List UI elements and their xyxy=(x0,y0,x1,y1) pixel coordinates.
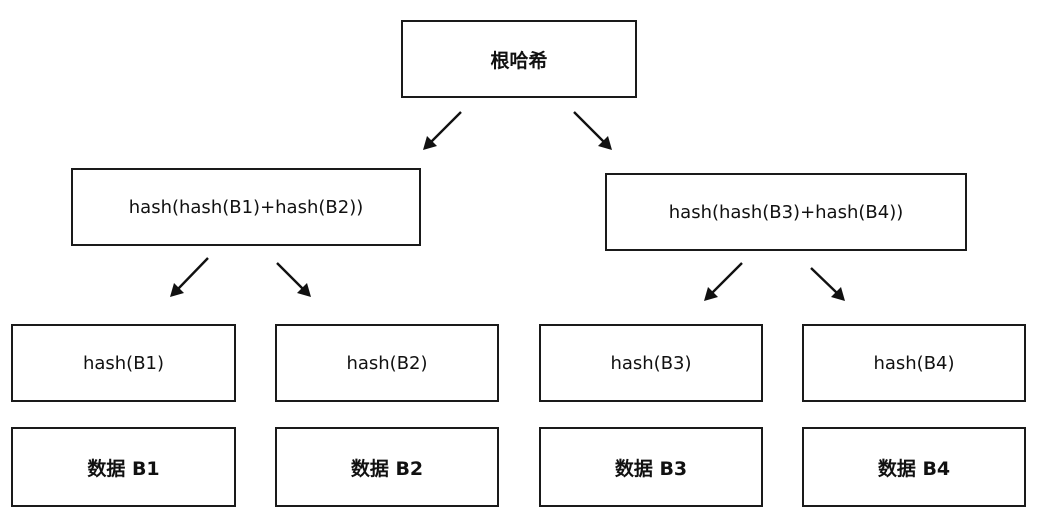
hash-b4-label: hash(B4) xyxy=(873,352,955,374)
level1-right-node: hash(hash(B3)+hash(B4)) xyxy=(605,173,967,251)
edge-left-to-hash-b1 xyxy=(170,257,209,297)
level1-right-label: hash(hash(B3)+hash(B4)) xyxy=(668,201,904,223)
data-block-b3-label: 数据 B3 xyxy=(614,457,688,480)
data-block-b1-node: 数据 B1 xyxy=(11,427,236,507)
edge-left-to-hash-b2 xyxy=(276,262,311,297)
data-block-b2-label: 数据 B2 xyxy=(350,457,424,480)
hash-b4-node: hash(B4) xyxy=(802,324,1026,402)
hash-b2-node: hash(B2) xyxy=(275,324,499,402)
level1-left-label: hash(hash(B1)+hash(B2)) xyxy=(128,196,364,218)
data-block-b4-node: 数据 B4 xyxy=(802,427,1026,507)
data-block-b1-label: 数据 B1 xyxy=(87,457,160,480)
root-hash-label: 根哈希 xyxy=(490,49,548,72)
hash-b1-label: hash(B1) xyxy=(82,352,165,374)
hash-b3-node: hash(B3) xyxy=(539,324,763,402)
data-block-b4-label: 数据 B4 xyxy=(877,457,951,480)
root-hash-node: 根哈希 xyxy=(401,20,637,98)
data-block-b2-node: 数据 B2 xyxy=(275,427,499,507)
edge-right-to-hash-b4 xyxy=(810,267,845,301)
hash-b2-label: hash(B2) xyxy=(346,352,428,374)
edge-root-to-right xyxy=(573,111,612,150)
data-block-b3-node: 数据 B3 xyxy=(539,427,763,507)
level1-left-node: hash(hash(B1)+hash(B2)) xyxy=(71,168,421,246)
hash-b1-node: hash(B1) xyxy=(11,324,236,402)
edge-root-to-left xyxy=(423,111,462,150)
hash-b3-label: hash(B3) xyxy=(610,352,692,374)
edge-right-to-hash-b3 xyxy=(704,262,743,301)
